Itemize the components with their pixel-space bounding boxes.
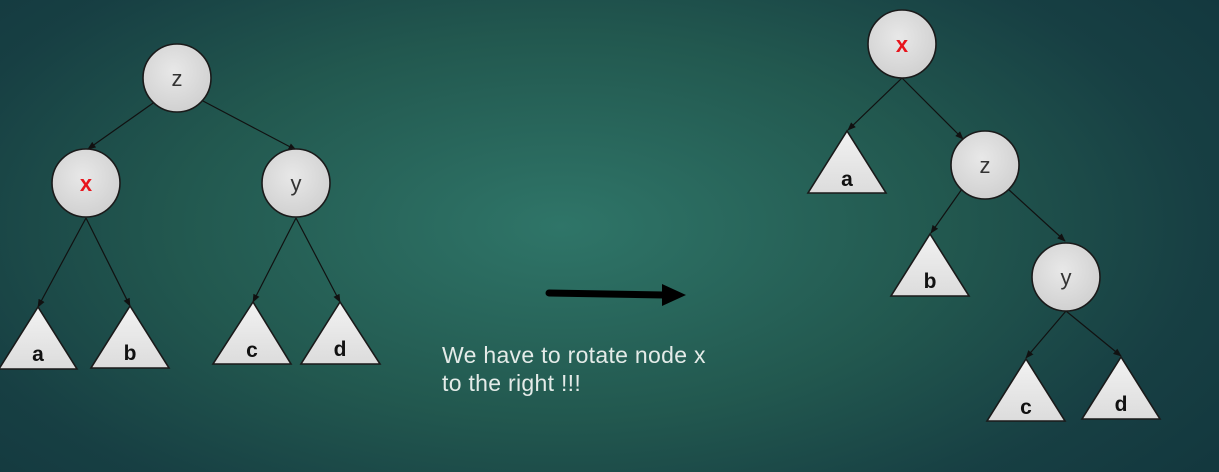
node-z: z <box>142 43 212 113</box>
edge-y-c-after <box>1025 310 1067 359</box>
before-tree: z x y a b c d <box>0 43 382 370</box>
edge-z-x <box>87 100 157 150</box>
subtree-d-after: d <box>1080 355 1162 420</box>
subtree-d-label: d <box>334 338 347 361</box>
edge-y-c <box>252 217 297 303</box>
edge-z-y <box>202 100 297 151</box>
edge-y-d-after <box>1065 310 1122 357</box>
caption: We have to rotate node x to the right !!… <box>442 341 706 397</box>
node-z-label: z <box>172 66 183 91</box>
edge-z-b-after <box>930 188 963 234</box>
subtree-c-after: c <box>985 357 1067 422</box>
subtree-b-after: b <box>889 232 971 297</box>
subtree-a-after: a <box>806 129 888 194</box>
edge-x-b <box>85 217 131 307</box>
edge-x-a-after <box>847 77 903 131</box>
node-z-after: z <box>950 130 1020 200</box>
node-y-after-label: y <box>1061 265 1072 290</box>
subtree-c: c <box>211 300 293 365</box>
edge-z-y-after <box>1007 188 1066 242</box>
node-x-label: x <box>80 171 93 196</box>
right-arrow-icon <box>545 284 686 306</box>
edge-x-z-after <box>901 77 964 140</box>
node-y-label: y <box>291 171 302 196</box>
caption-line-2: to the right !!! <box>442 370 582 396</box>
subtree-d: d <box>299 300 382 365</box>
edge-x-a <box>37 217 87 308</box>
caption-line-1: We have to rotate node x <box>442 342 706 368</box>
node-y-after: y <box>1031 242 1101 312</box>
subtree-b: b <box>89 304 171 369</box>
node-x: x <box>51 148 121 218</box>
subtree-a-after-label: a <box>841 168 853 191</box>
subtree-c-after-label: c <box>1020 396 1032 419</box>
edge-y-d <box>295 217 341 303</box>
subtree-b-after-label: b <box>924 270 937 293</box>
subtree-a-label: a <box>32 343 44 366</box>
node-x-after-label: x <box>896 32 909 57</box>
subtree-b-label: b <box>124 342 137 365</box>
node-x-after: x <box>867 9 937 79</box>
node-y: y <box>261 148 331 218</box>
subtree-c-label: c <box>246 339 258 362</box>
subtree-a: a <box>0 305 79 370</box>
subtree-d-after-label: d <box>1115 393 1128 416</box>
node-z-after-label: z <box>980 153 991 178</box>
after-tree: x z y a b c d <box>806 9 1162 422</box>
